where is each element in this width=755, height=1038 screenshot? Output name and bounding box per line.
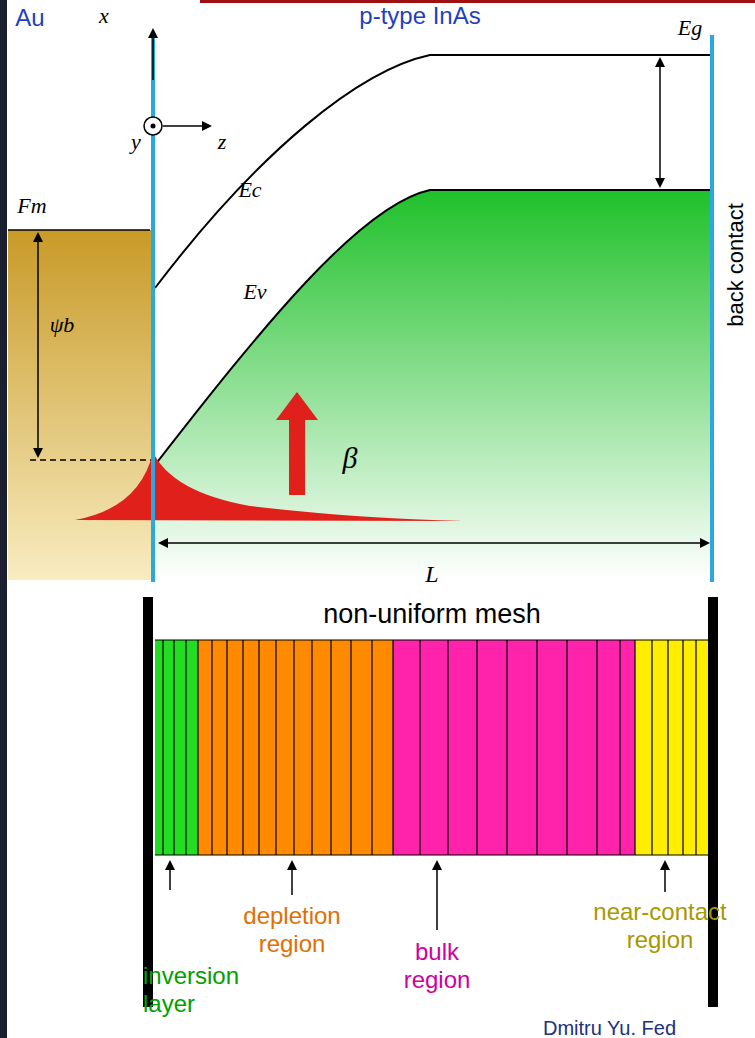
material-label: Au xyxy=(15,4,44,32)
axis-label: x xyxy=(99,2,109,30)
mesh-end xyxy=(143,597,153,1007)
mesh-end xyxy=(708,597,718,1007)
barrier-arrow xyxy=(37,234,39,456)
conduction-band xyxy=(155,55,712,288)
metal-region xyxy=(8,230,153,580)
region-label: bulk region xyxy=(392,938,482,994)
page-edge xyxy=(0,0,7,1038)
z-axis xyxy=(163,125,210,127)
region-label: inversion layer xyxy=(143,962,283,1018)
axis-label: y xyxy=(131,128,141,156)
region-label: depletion region xyxy=(222,902,362,958)
valence-fill xyxy=(155,190,712,580)
region-label: near-contact region xyxy=(575,898,745,954)
y-axis xyxy=(144,117,162,135)
material-label: p-type InAs xyxy=(359,2,480,30)
barrier-label: ψb xyxy=(50,311,75,339)
fermi-level xyxy=(8,229,150,231)
y-axis-dot xyxy=(151,124,156,129)
barrier-dash xyxy=(30,459,153,461)
length-arrow xyxy=(160,542,708,544)
valence-band xyxy=(155,190,712,465)
back-contact xyxy=(710,35,714,582)
band-label: Ev xyxy=(243,278,266,306)
mesh-bulk xyxy=(393,640,635,855)
beta-arrow xyxy=(276,392,318,495)
contact-label: back contact xyxy=(722,203,750,327)
x-axis xyxy=(152,30,154,80)
mesh-contact xyxy=(635,640,708,855)
length-label: L xyxy=(425,560,438,588)
mesh-lines xyxy=(155,640,708,855)
mesh-inversion xyxy=(155,640,198,855)
beta-label: β xyxy=(343,444,358,472)
gap-label: Eg xyxy=(678,14,702,42)
gap-arrow xyxy=(659,59,661,186)
axis-label: z xyxy=(218,128,227,156)
mesh-title: non-uniform mesh xyxy=(323,600,541,628)
mesh-depletion xyxy=(198,640,393,855)
level-label: Fm xyxy=(17,192,46,220)
carrier-distribution xyxy=(75,452,465,521)
watermark: Dmitru Yu. Fed xyxy=(543,1014,676,1038)
band-label: Ec xyxy=(238,176,261,204)
